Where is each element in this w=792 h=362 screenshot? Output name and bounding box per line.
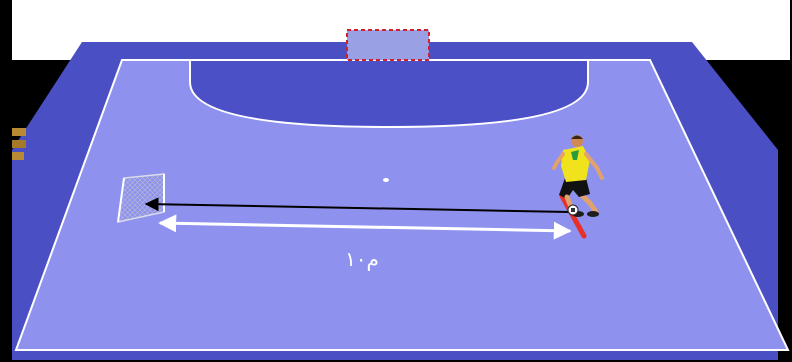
penalty-spot [383, 178, 389, 182]
top-goal [347, 30, 429, 60]
court-scene: م١٠ [12, 0, 790, 360]
distance-label: م١٠ [345, 247, 379, 271]
bleachers [12, 128, 26, 160]
goal-area [190, 60, 588, 127]
